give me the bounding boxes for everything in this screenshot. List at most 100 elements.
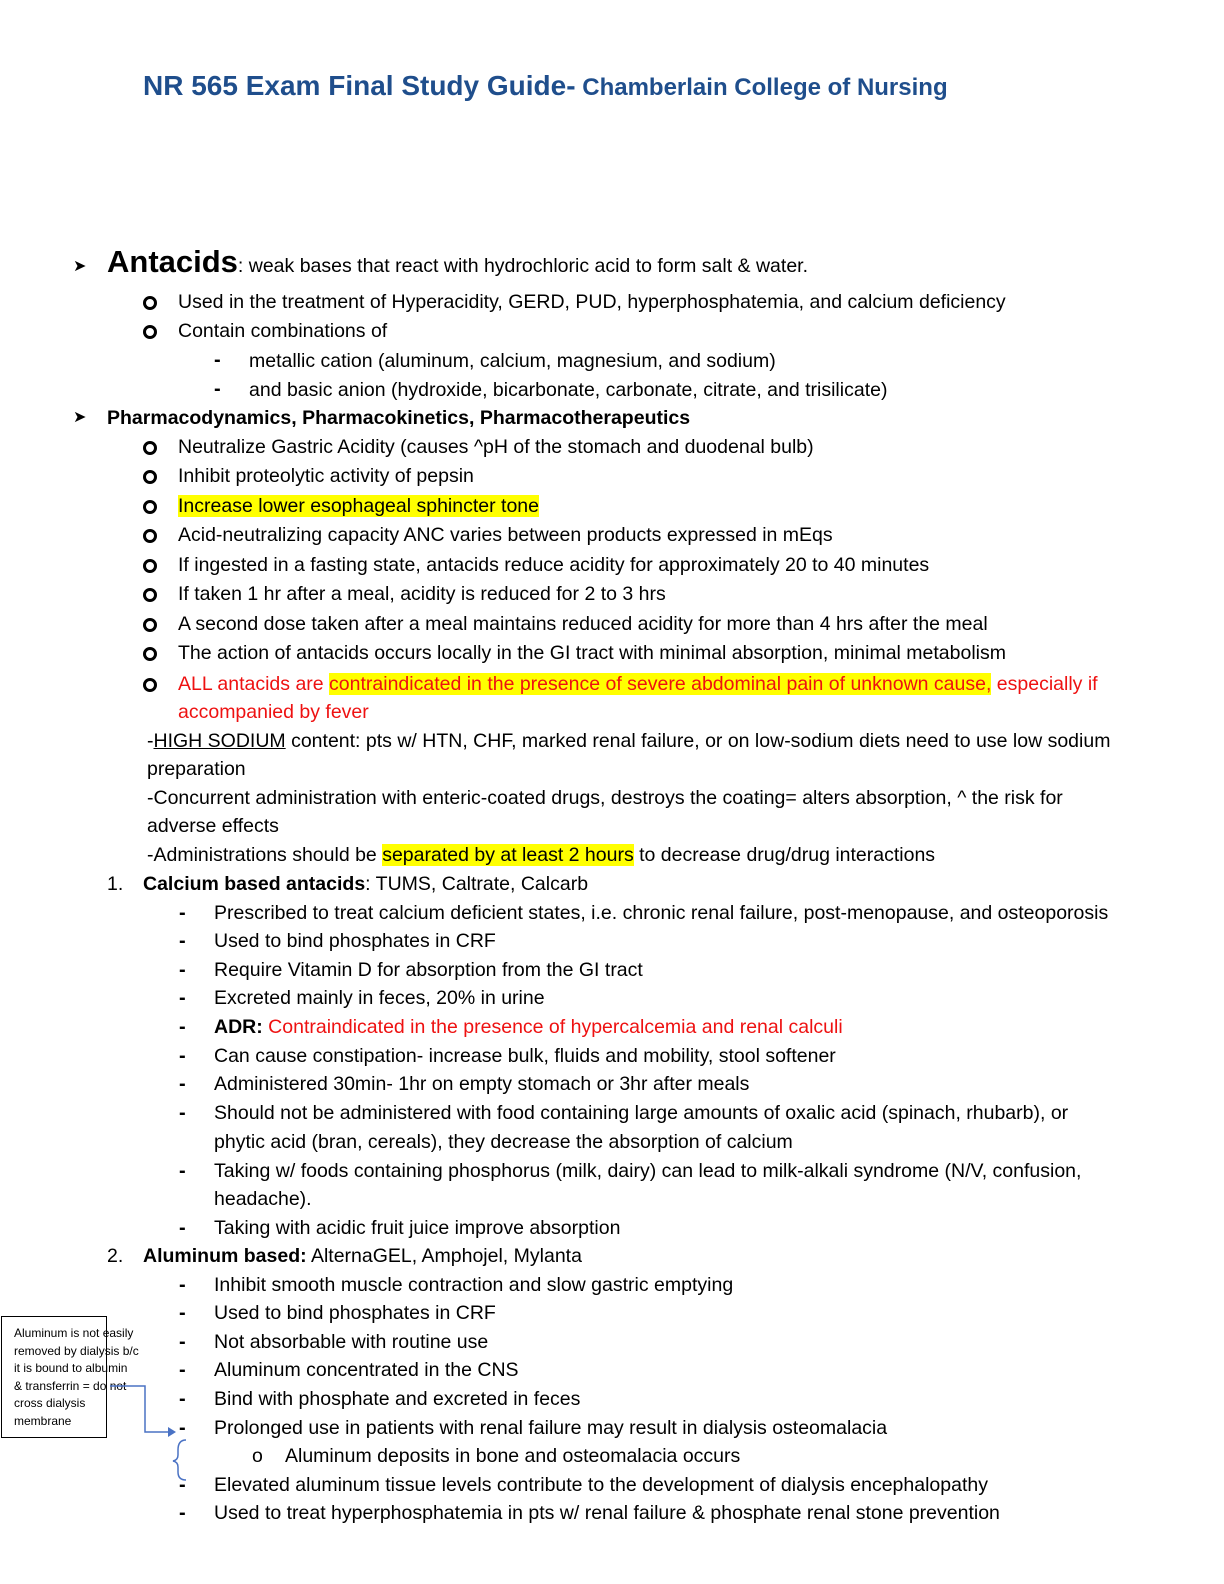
dash-bullet-icon: - [179,902,186,924]
calcium-item: Can cause constipation- increase bulk, f… [214,1045,836,1067]
aluminum-item: Not absorbable with routine use [214,1331,489,1353]
aluminum-brands: AlternaGEL, Amphojel, Mylanta [306,1245,582,1267]
circle-sub-bullet-icon: o [252,1445,263,1467]
comment-line: it is bound to albumin [14,1361,128,1376]
pharm-warning: ALL antacids are contraindicated in the … [178,672,1098,696]
circle-bullet-icon [143,559,157,573]
dash-bullet-icon: - [179,1502,186,1524]
calcium-item: Excreted mainly in feces, 20% in urine [214,987,545,1009]
pharm-heading: Pharmacodynamics, Pharmacokinetics, Phar… [107,407,691,429]
admin-text: -Administrations should be [147,844,383,866]
sodium-note-cont: preparation [147,758,246,780]
dash-bullet-icon: - [179,1359,186,1381]
aluminum-item: Bind with phosphate and excreted in fece… [214,1388,581,1410]
calcium-item: Should not be administered with food con… [214,1102,1069,1124]
circle-bullet-icon [143,588,157,602]
dash-bullet-icon: - [179,1073,186,1095]
pharm-point: A second dose taken after a meal maintai… [178,613,988,635]
dash-bullet-icon: - [179,1302,186,1324]
title-main: NR 565 Exam Final Study Guide- [143,70,576,101]
circle-bullet-icon [143,441,157,455]
calcium-item: Require Vitamin D for absorption from th… [214,959,643,981]
antacids-heading-line: Antacids: weak bases that react with hyd… [107,246,809,278]
warning-text: ALL antacids are [178,673,330,695]
dash-bullet-icon: - [214,349,221,371]
admin-text: to decrease drug/drug interactions [633,844,936,866]
circle-bullet-icon [143,618,157,632]
antacids-subpoint: and basic anion (hydroxide, bicarbonate,… [249,379,888,401]
antacids-definition: : weak bases that react with hydrochlori… [237,255,809,277]
circle-bullet-icon [143,296,157,310]
aluminum-item: Elevated aluminum tissue levels contribu… [214,1474,988,1496]
sodium-dash: - [147,730,154,752]
enteric-note-cont: adverse effects [147,815,279,837]
comment-line: & transferrin = do not [14,1378,127,1393]
dash-bullet-icon: - [179,930,186,952]
antacids-subpoint: metallic cation (aluminum, calcium, magn… [249,350,776,372]
calcium-brands: : TUMS, Caltrate, Calcarb [365,873,589,895]
comment-line: Aluminum is not easily [14,1326,134,1340]
dash-bullet-icon: - [179,1274,186,1296]
aluminum-item: Used to bind phosphates in CRF [214,1302,496,1324]
adr-label: ADR: [214,1016,263,1038]
list-number: 1. [107,873,124,895]
pharm-point: Inhibit proteolytic activity of pepsin [178,465,474,487]
antacids-point: Contain combinations of [178,320,388,342]
aluminum-item: Prolonged use in patients with renal fai… [214,1417,888,1439]
circle-bullet-icon [143,500,157,514]
warning-highlight: contraindicated in the presence of sever… [329,673,992,695]
aluminum-item: Used to treat hyperphosphatemia in pts w… [214,1502,1000,1524]
antacids-heading: Antacids [107,244,238,279]
pharm-point: Neutralize Gastric Acidity (causes ^pH o… [178,436,814,458]
calcium-heading-line: Calcium based antacids: TUMS, Caltrate, … [143,872,588,896]
calcium-item: Administered 30min- 1hr on empty stomach… [214,1073,750,1095]
comment-line: cross dialysis [14,1396,86,1411]
aluminum-item: Aluminum concentrated in the CNS [214,1359,519,1381]
dash-bullet-icon: - [179,1045,186,1067]
dash-bullet-icon: - [179,1160,186,1182]
highlight-text: Increase lower esophageal sphincter tone [178,495,539,517]
pharm-point: If taken 1 hr after a meal, acidity is r… [178,583,666,605]
circle-bullet-icon [143,325,157,339]
arrow-bullet-icon: ➤ [73,409,87,426]
circle-bullet-icon [143,647,157,661]
sodium-text: content: pts w/ HTN, CHF, marked renal f… [285,730,1111,752]
calcium-item-cont: phytic acid (bran, cereals), they decrea… [214,1131,793,1153]
aluminum-subitem: Aluminum deposits in bone and osteomalac… [285,1445,741,1467]
dash-bullet-icon: - [179,1102,186,1124]
dash-bullet-icon: - [179,1417,186,1439]
page-title: NR 565 Exam Final Study Guide- Chamberla… [143,70,948,102]
list-number: 2. [107,1245,124,1267]
admin-highlight: separated by at least 2 hours [382,844,634,866]
pharm-point: Acid-neutralizing capacity ANC varies be… [178,524,833,546]
pharm-warning-cont: accompanied by fever [178,701,369,723]
enteric-note: -Concurrent administration with enteric-… [147,787,1063,809]
dash-bullet-icon: - [179,959,186,981]
calcium-heading: Calcium based antacids [143,873,366,895]
calcium-adr: ADR: Contraindicated in the presence of … [214,1015,843,1039]
calcium-item: Taking w/ foods containing phosphorus (m… [214,1160,1082,1182]
dash-bullet-icon: - [179,1217,186,1239]
calcium-item: Used to bind phosphates in CRF [214,930,496,952]
antacids-point: Used in the treatment of Hyperacidity, G… [178,291,1006,313]
title-sub: Chamberlain College of Nursing [575,74,948,101]
pharm-point-highlighted: Increase lower esophageal sphincter tone [178,494,539,518]
connector-arrowhead-icon [168,1427,176,1437]
comment-line: membrane [14,1413,72,1428]
dash-bullet-icon: - [179,1474,186,1496]
arrow-bullet-icon: ➤ [73,258,87,275]
pharm-point: If ingested in a fasting state, antacids… [178,554,930,576]
dash-bullet-icon: - [179,987,186,1009]
dash-bullet-icon: - [179,1388,186,1410]
dash-bullet-icon: - [179,1016,186,1038]
sodium-underlined: HIGH SODIUM [153,730,286,752]
dash-bullet-icon: - [214,378,221,400]
aluminum-heading-line: Aluminum based: AlternaGEL, Amphojel, My… [143,1244,582,1268]
calcium-item: Taking with acidic fruit juice improve a… [214,1217,621,1239]
dash-bullet-icon: - [179,1331,186,1353]
circle-bullet-icon [143,470,157,484]
aluminum-item: Inhibit smooth muscle contraction and sl… [214,1274,734,1296]
sodium-note: -HIGH SODIUM content: pts w/ HTN, CHF, m… [147,729,1110,753]
warning-text: especially if [991,673,1098,695]
